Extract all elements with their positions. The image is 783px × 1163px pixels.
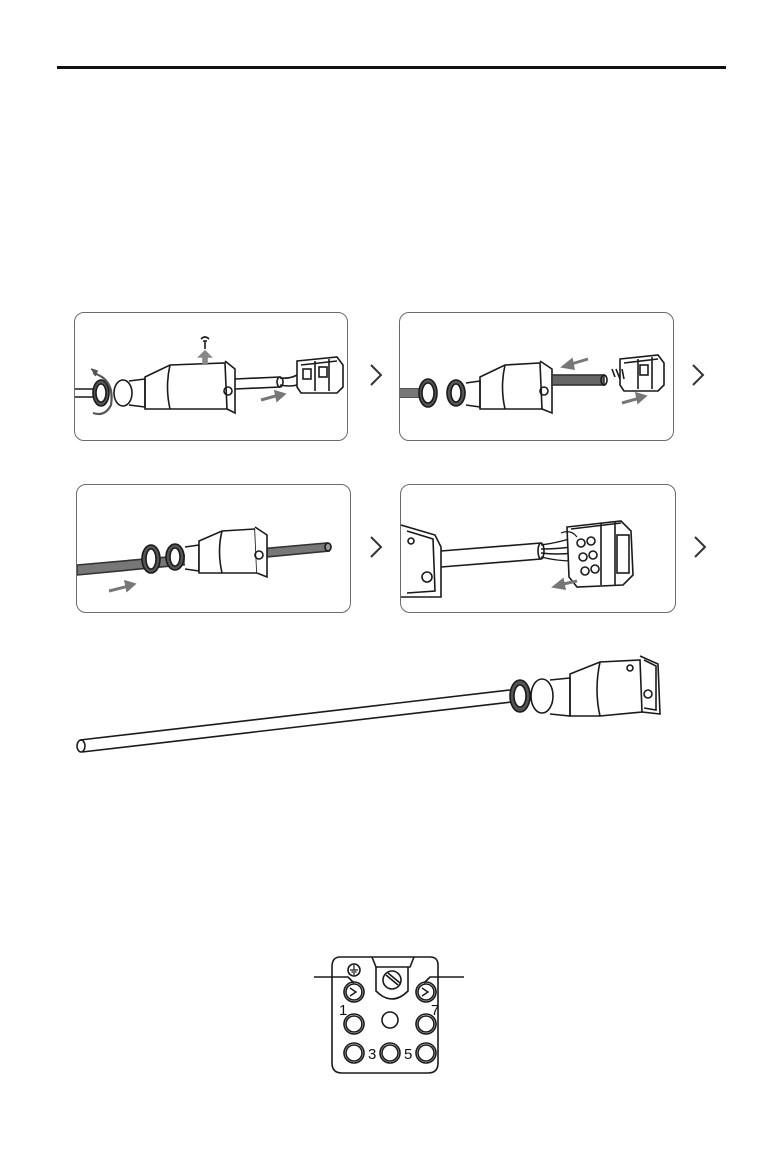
connector-pinout-diagram: 1 3 5 7: [300, 955, 470, 1085]
insert-wires-into-insert-illustration: [401, 485, 675, 612]
pin-label-7: 7: [431, 1002, 439, 1019]
chevron-right-icon: [369, 535, 383, 559]
unscrew-gland-remove-screw-illustration: [75, 313, 347, 440]
pin-7-contact: [416, 982, 436, 1002]
pin-3-contact: [344, 1043, 364, 1063]
push-cable-through-gland-illustration: [77, 485, 350, 612]
header-rule: [57, 66, 726, 69]
pin-label-3: 3: [368, 1046, 376, 1063]
step-panel-1: [74, 312, 348, 441]
step-panel-4: [400, 484, 676, 613]
pin-center-contact: [382, 1012, 398, 1028]
chevron-right-icon: [693, 535, 707, 559]
step-panel-3: [76, 484, 351, 613]
chevron-right-icon: [691, 363, 705, 387]
chevron-right-icon: [369, 363, 383, 387]
pin-label-5: 5: [404, 1046, 412, 1063]
pin-label-1: 1: [339, 1002, 347, 1019]
pin-5-contact: [416, 1043, 436, 1063]
step-panel-2: [399, 312, 674, 441]
pin-1-contact: [344, 982, 364, 1002]
earth-ground-icon: [348, 964, 360, 976]
leader-line-left: [314, 977, 354, 983]
assembled-cable-illustration: [70, 650, 670, 760]
pin-4-contact: [380, 1043, 400, 1063]
slide-housing-onto-cable-illustration: [400, 313, 673, 440]
